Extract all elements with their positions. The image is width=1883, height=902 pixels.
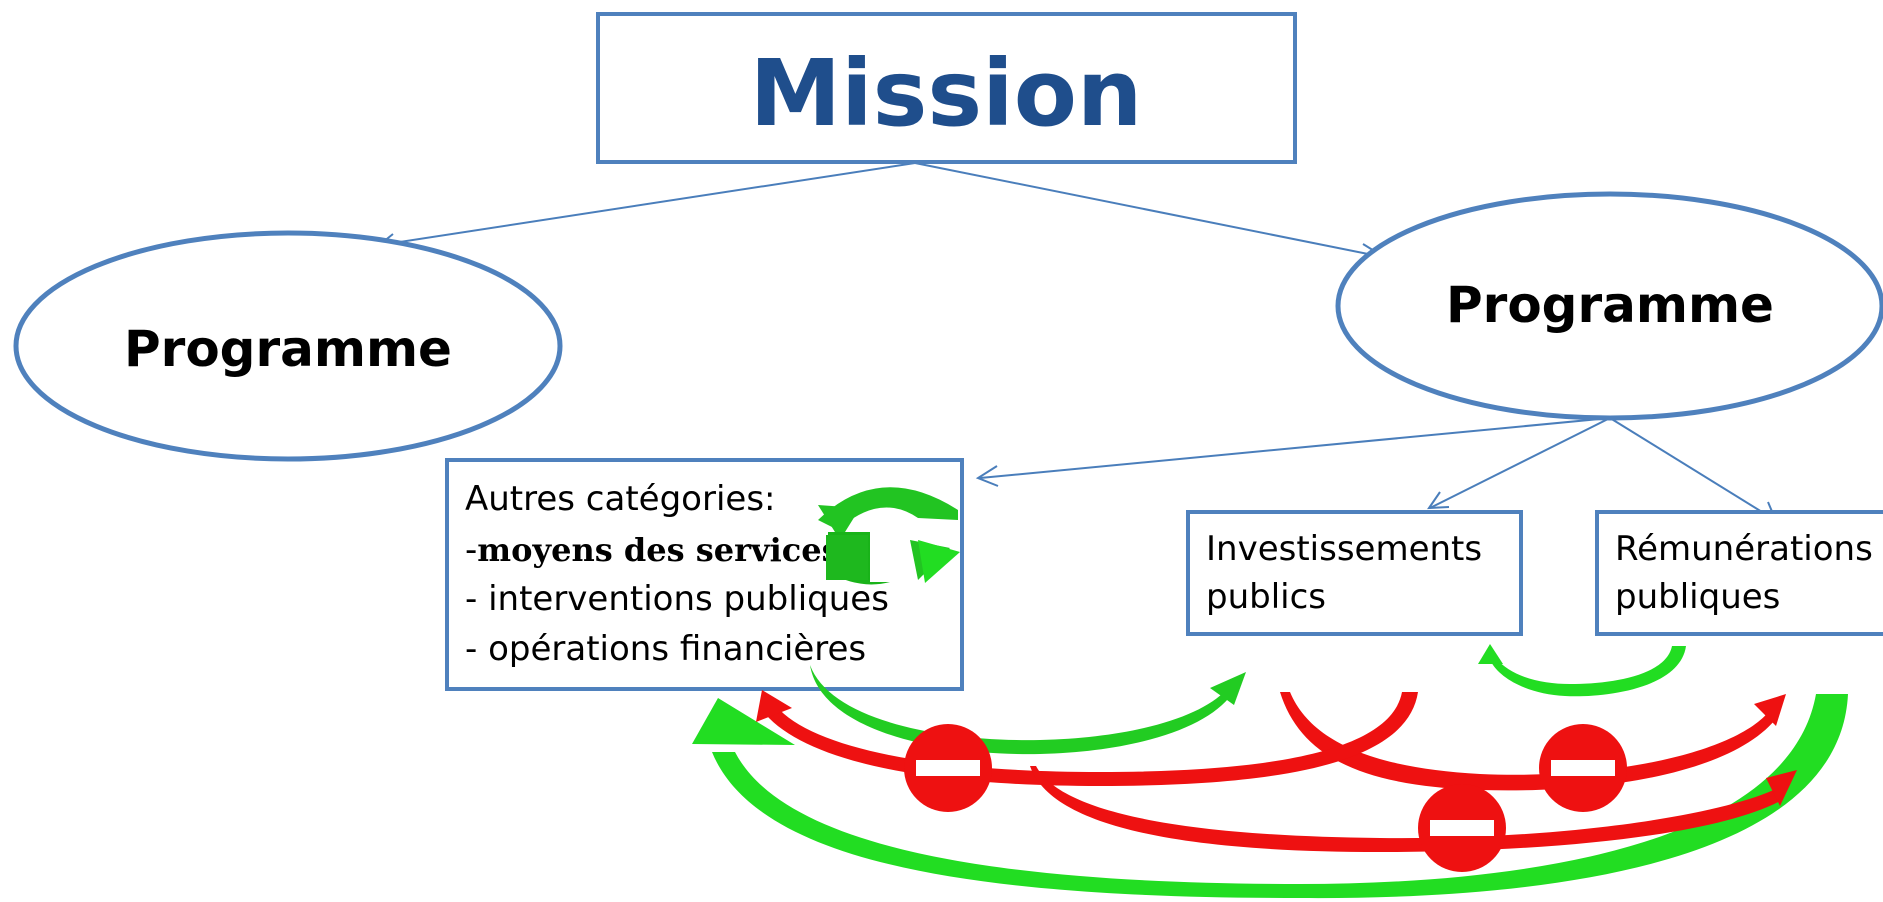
allowed-arrowhead-investissements-small (1478, 644, 1503, 664)
connector-mission-to-programme-left (379, 162, 916, 246)
mission-node: Mission (596, 12, 1297, 164)
autres-categories-node: Autres catégories: -moyens des services … (445, 458, 964, 691)
remunerations-node: Rémunérations publiques (1595, 510, 1883, 636)
programme-right-node: Programme (1335, 191, 1883, 421)
mission-box (596, 12, 1297, 164)
line1-prefix: - (465, 530, 477, 570)
programme-left-ellipse (13, 230, 563, 462)
autres-categories-line3: - opérations financières (465, 629, 866, 669)
forbidden-arrowhead-autres (756, 690, 792, 722)
arrowhead-autres (975, 465, 999, 487)
allowed-arrowhead-autres (692, 698, 795, 745)
remunerations-box (1595, 510, 1883, 636)
programme-left-label: Programme (124, 320, 452, 378)
forbidden-arrowhead-remunerations (1754, 694, 1786, 726)
mission-label: Mission (750, 40, 1143, 147)
connector-programme-to-remunerations (1609, 417, 1776, 521)
remunerations-line2: publiques (1615, 577, 1780, 617)
allowed-arrow-autres-to-investissements (810, 665, 1232, 755)
remunerations-line1: Rémunérations (1615, 529, 1873, 569)
arrowhead-investissements (1427, 491, 1450, 510)
investissements-node: Investissements publics (1186, 510, 1523, 636)
programme-right-label: Programme (1446, 276, 1774, 334)
autres-categories-line2: - interventions publiques (465, 579, 889, 619)
autres-categories-title: Autres catégories: (465, 479, 775, 519)
forbidden-arrow-autres-to-remunerations (1030, 766, 1782, 852)
forbidden-arrow-investissements-to-remunerations (1280, 692, 1778, 791)
recycle-icon (818, 487, 960, 585)
autres-categories-line1: -moyens des services (465, 530, 840, 570)
no-entry-sign-left (904, 724, 992, 812)
connector-programme-to-investissements (1429, 417, 1611, 509)
forbidden-arrowhead-remunerations-bottom (1766, 770, 1797, 806)
investissements-line1: Investissements (1206, 529, 1482, 569)
connector-mission-to-programme-right (914, 162, 1384, 258)
no-entry-sign-bottom (1418, 784, 1506, 872)
connector-programme-to-autres (979, 417, 1611, 479)
allowed-arrowhead-investissements (1210, 672, 1246, 705)
moyens-des-services: moyens des services (477, 531, 839, 569)
programme-right-ellipse (1335, 191, 1883, 421)
no-entry-sign-right (1539, 724, 1627, 812)
programme-left-node: Programme (13, 230, 563, 462)
investissements-box (1186, 510, 1523, 636)
allowed-transfer-arrows (692, 644, 1848, 899)
allowed-arrow-remunerations-to-investissements (1490, 646, 1686, 697)
investissements-line2: publics (1206, 577, 1326, 617)
hierarchy-connectors (375, 162, 1778, 523)
